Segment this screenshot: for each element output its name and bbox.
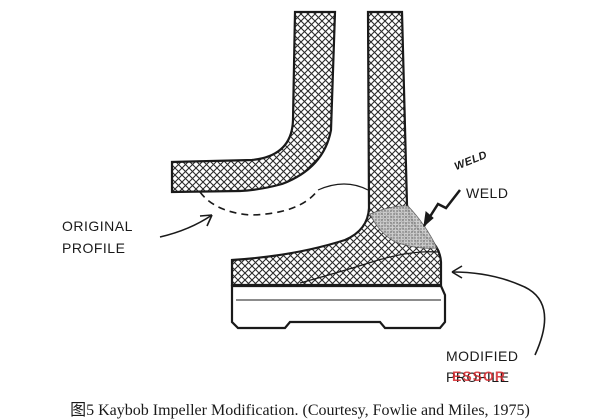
modified-profile-arrowhead — [451, 265, 463, 279]
original-profile-leader — [159, 214, 213, 238]
original-label-line2: PROFILE — [62, 240, 126, 256]
weld-bead — [369, 205, 438, 249]
original-label-line1: ORIGINAL — [62, 218, 133, 234]
weld-arrowhead — [423, 211, 434, 228]
left-blade-section — [170, 10, 337, 194]
modified-label-line1: MODIFIED — [446, 348, 519, 364]
weld-zigzag-arrow — [422, 189, 461, 227]
weld-line — [299, 251, 439, 284]
watermark-logo: ESSOR — [452, 368, 507, 384]
original-profile-outline — [199, 189, 319, 216]
figure-caption: 图5 Kaybob Impeller Modification. (Courte… — [70, 402, 530, 419]
original-connector-line — [317, 183, 369, 191]
disc-profile — [230, 284, 447, 330]
weld-label: WELD — [466, 185, 509, 201]
modified-profile-leader — [451, 271, 546, 356]
original-profile-arrowhead — [199, 214, 213, 227]
modified-label-line2: PROFILE — [446, 369, 510, 385]
